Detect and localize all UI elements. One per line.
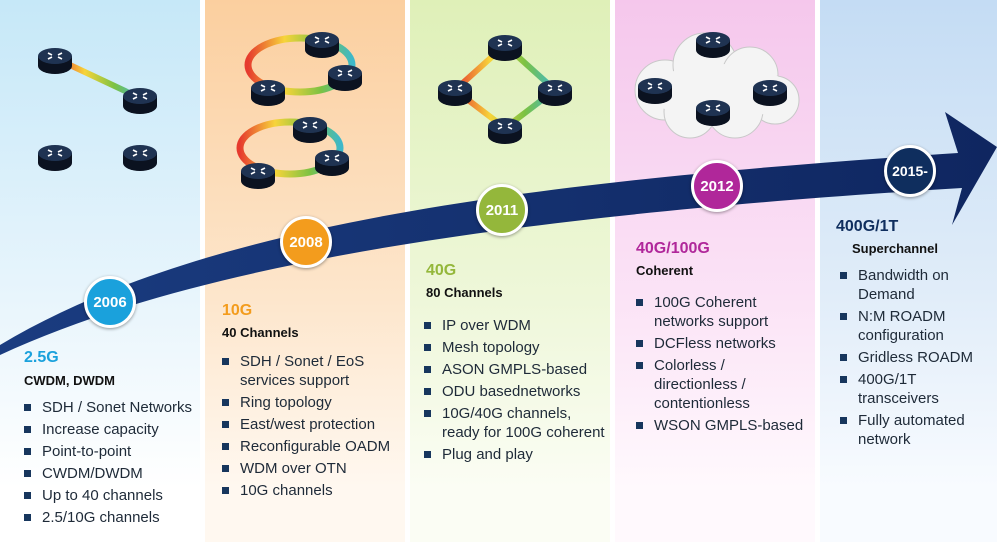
year-badge-2006: 2006 bbox=[84, 276, 136, 328]
list-item: Ring topology bbox=[218, 393, 404, 412]
list-item: 10G channels bbox=[218, 481, 404, 500]
list-item: DCFless networks bbox=[632, 334, 812, 353]
feature-list-2008: SDH / Sonet / EoS services support Ring … bbox=[218, 352, 404, 503]
p2p-network-icon bbox=[37, 47, 158, 172]
list-item: Reconfigurable OADM bbox=[218, 437, 404, 456]
year-badge-2012: 2012 bbox=[691, 160, 743, 212]
era-title-2015: 400G/1T bbox=[836, 218, 899, 235]
era-subtitle-2015: Superchannel bbox=[852, 241, 938, 256]
era-subtitle-2012: Coherent bbox=[636, 263, 694, 278]
list-item: IP over WDM bbox=[420, 316, 608, 335]
list-item: WSON GMPLS-based bbox=[632, 416, 812, 435]
era-title-2012: 40G/100G bbox=[636, 240, 710, 257]
list-item: Mesh topology bbox=[420, 338, 608, 357]
list-item: ASON GMPLS-based bbox=[420, 360, 608, 379]
list-item: Fully automated network bbox=[836, 411, 994, 449]
list-item: 100G Coherent networks support bbox=[632, 293, 812, 331]
list-item: CWDM/DWDM bbox=[20, 464, 198, 483]
list-item: Up to 40 channels bbox=[20, 486, 198, 505]
list-item: 400G/1T transceivers bbox=[836, 370, 994, 408]
year-badge-2015: 2015- bbox=[884, 145, 936, 197]
era-title-2008: 10G bbox=[222, 302, 253, 319]
year-badge-2008: 2008 bbox=[280, 216, 332, 268]
list-item: Colorless / directionless / contentionle… bbox=[632, 356, 812, 413]
era-panel-2015 bbox=[820, 0, 997, 542]
list-item: Gridless ROADM bbox=[836, 348, 994, 367]
era-title-2011: 40G bbox=[426, 262, 457, 279]
list-item: ODU basednetworks bbox=[420, 382, 608, 401]
list-item: Increase capacity bbox=[20, 420, 198, 439]
era-subtitle-2011: 80 Channels bbox=[426, 285, 503, 300]
cloud-network-icon bbox=[634, 31, 800, 139]
list-item: Point-to-point bbox=[20, 442, 198, 461]
feature-list-2011: IP over WDM Mesh topology ASON GMPLS-bas… bbox=[420, 316, 608, 467]
network-icons bbox=[37, 31, 800, 190]
mesh-network-icon bbox=[437, 34, 573, 145]
list-item: SDH / Sonet / EoS services support bbox=[218, 352, 404, 390]
feature-list-2012: 100G Coherent networks support DCFless n… bbox=[632, 293, 812, 438]
list-item: East/west protection bbox=[218, 415, 404, 434]
feature-list-2015: Bandwidth on Demand N:M ROADM configurat… bbox=[836, 266, 994, 452]
list-item: 10G/40G channels, ready for 100G coheren… bbox=[420, 404, 608, 442]
era-subtitle-2008: 40 Channels bbox=[222, 325, 299, 340]
feature-list-2006: SDH / Sonet Networks Increase capacity P… bbox=[20, 398, 198, 530]
era-title-2006: 2.5G bbox=[24, 349, 59, 366]
year-badge-2011: 2011 bbox=[476, 184, 528, 236]
list-item: N:M ROADM configuration bbox=[836, 307, 994, 345]
ring-network-icon bbox=[236, 31, 363, 190]
list-item: WDM over OTN bbox=[218, 459, 404, 478]
list-item: Bandwidth on Demand bbox=[836, 266, 994, 304]
list-item: SDH / Sonet Networks bbox=[20, 398, 198, 417]
era-subtitle-2006: CWDM, DWDM bbox=[24, 373, 115, 388]
list-item: 2.5/10G channels bbox=[20, 508, 198, 527]
list-item: Plug and play bbox=[420, 445, 608, 464]
